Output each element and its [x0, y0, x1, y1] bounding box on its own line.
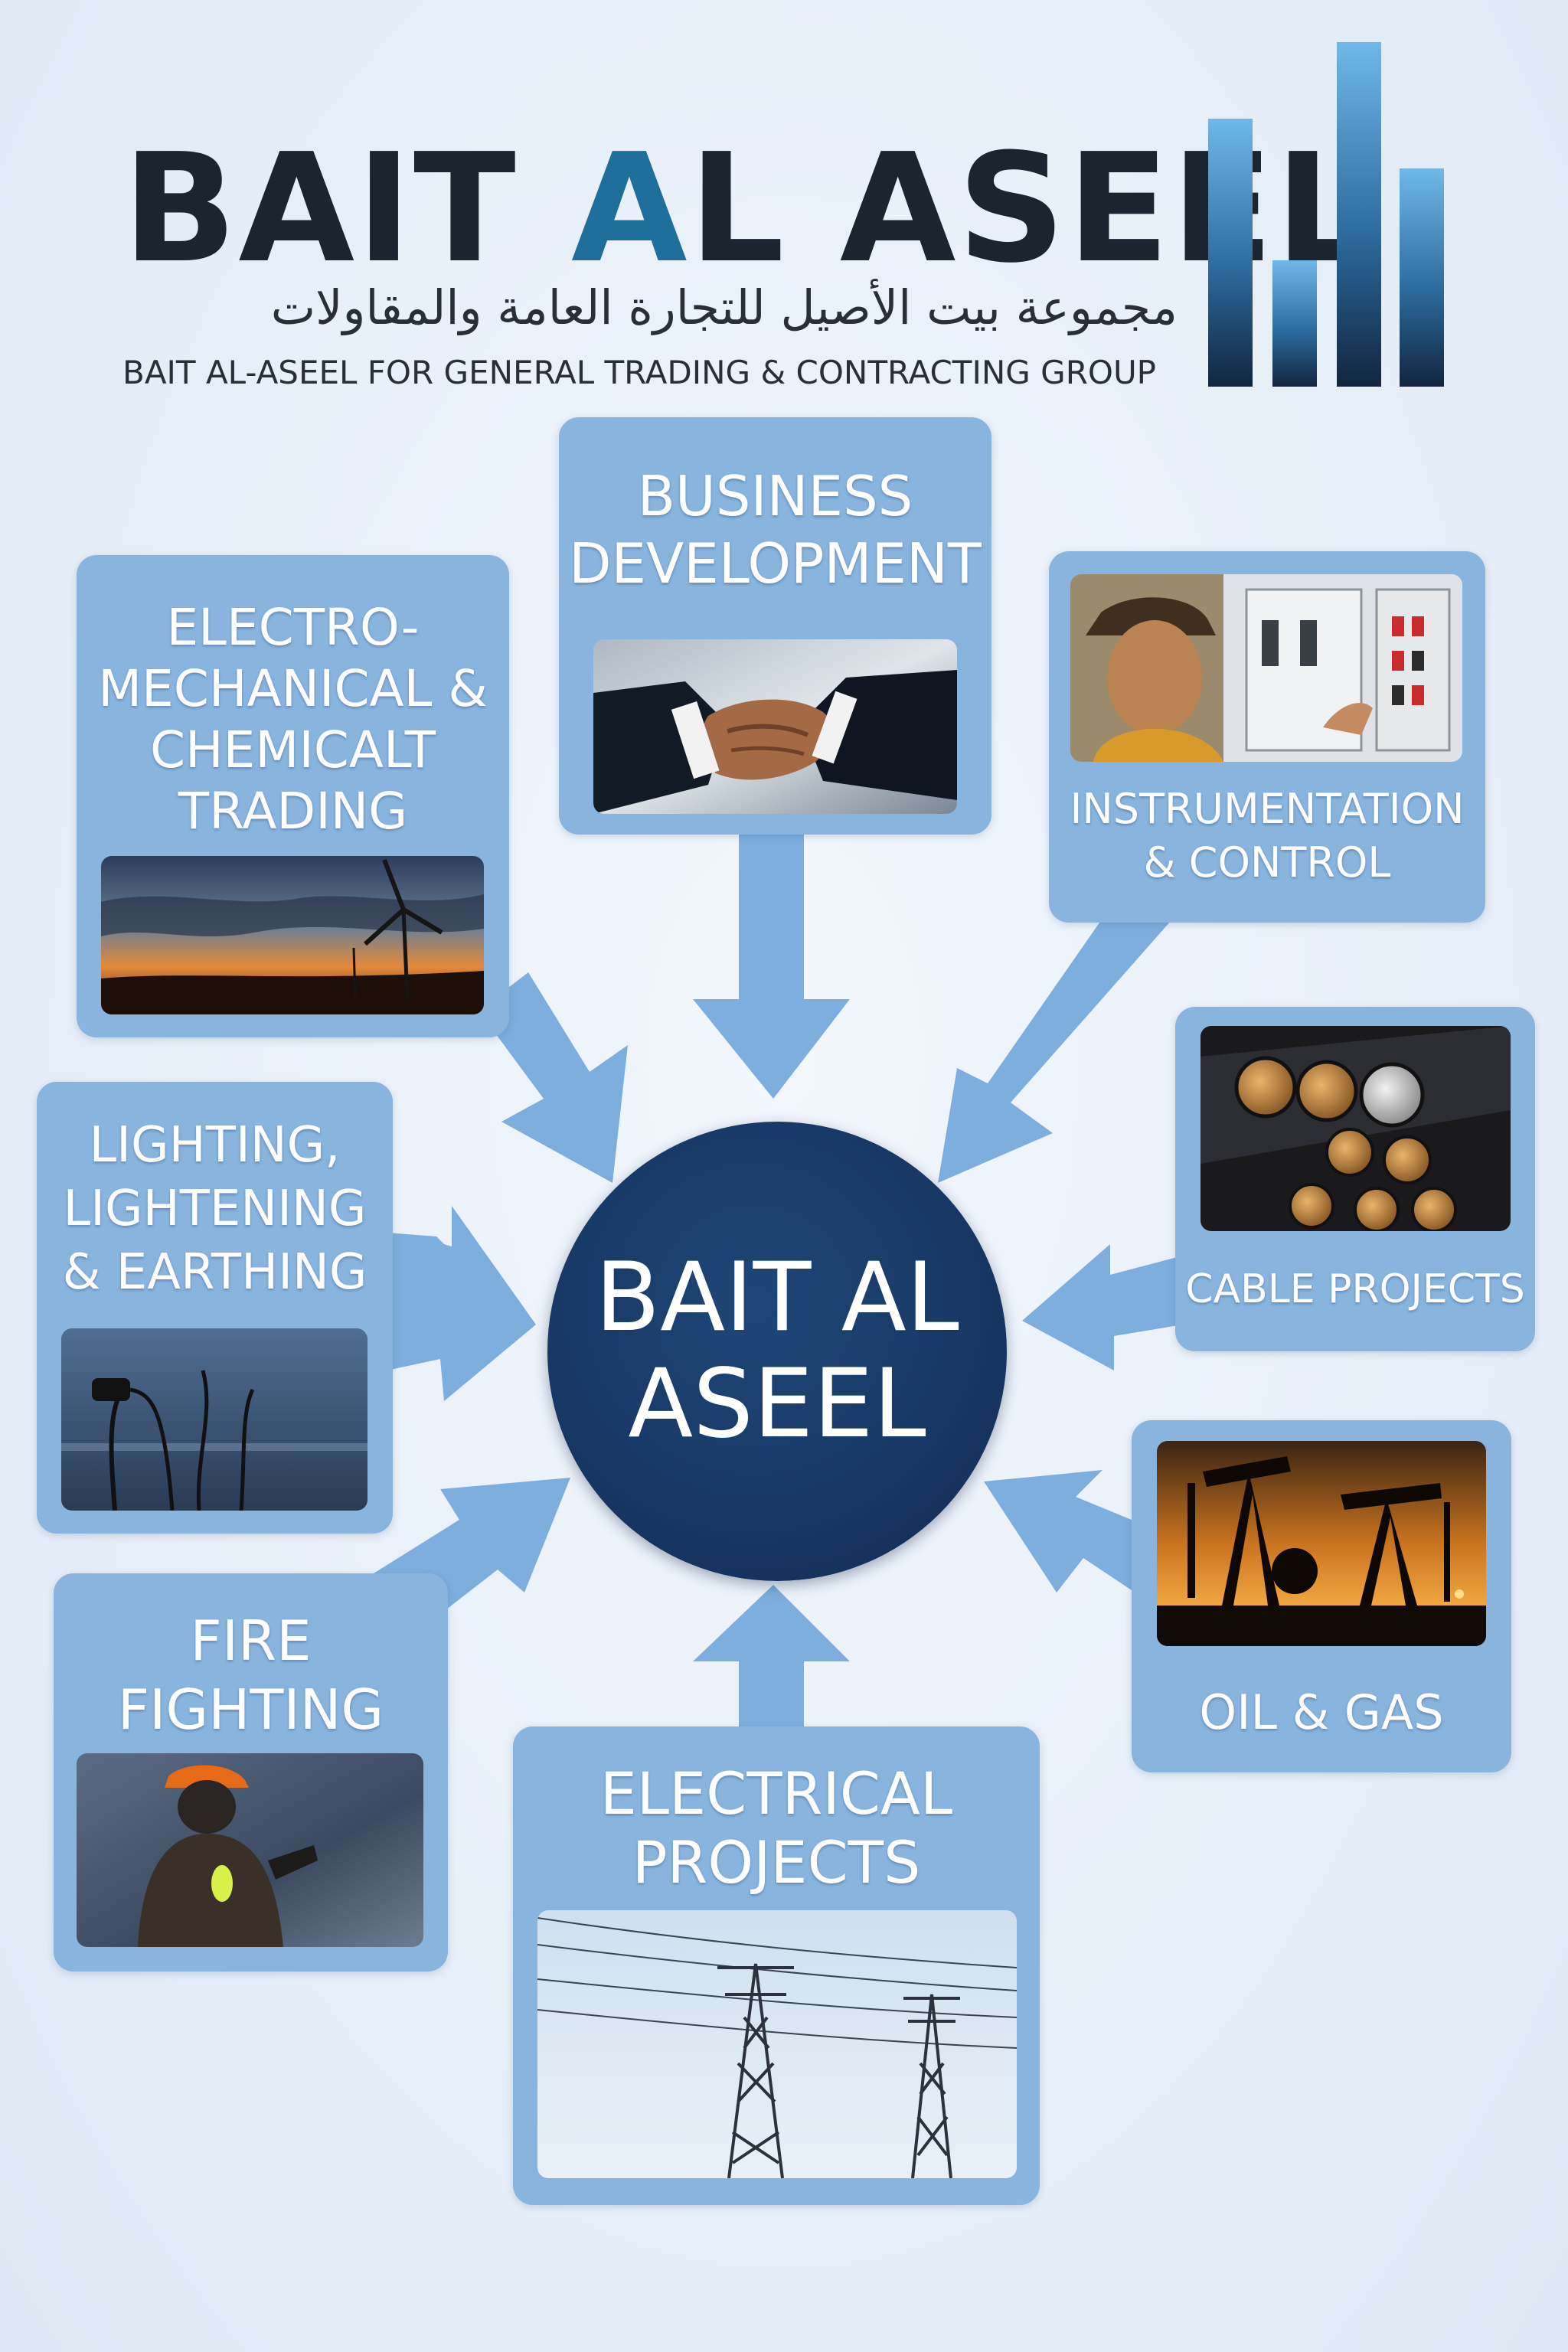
brand-part-1: BAIT — [122, 122, 571, 296]
center-hub: BAIT AL ASEEL — [547, 1122, 1007, 1581]
arrow-from-lighting — [387, 1206, 536, 1401]
firefighter-icon — [77, 1753, 423, 1947]
card-oil-label: OIL & GAS — [1199, 1684, 1444, 1740]
card-lighting-earthing: LIGHTING, LIGHTENING & EARTHING — [37, 1082, 393, 1534]
card-lighting-label-3: & EARTHING — [62, 1244, 368, 1301]
card-lighting-label-1: LIGHTING, — [89, 1117, 341, 1174]
card-electrical-projects: ELECTRICAL PROJECTS — [513, 1726, 1040, 2205]
card-electrical-label-2: PROJECTS — [632, 1828, 921, 1896]
card-fire-fighting: FIRE FIGHTING — [54, 1573, 448, 1971]
arrow-from-business — [693, 827, 850, 1099]
card-instrument-label-1: INSTRUMENTATION — [1070, 785, 1465, 833]
hub-label: BAIT AL ASEEL — [595, 1243, 959, 1459]
card-electrical-label-1: ELECTRICAL — [599, 1759, 953, 1828]
card-fire-label-1: FIRE — [190, 1609, 312, 1673]
street-light-icon — [61, 1328, 368, 1511]
brand-english-name: BAIT AL-ASEEL FOR GENERAL TRADING & CONT… — [122, 354, 1157, 391]
card-lighting-label-2: LIGHTENING — [63, 1181, 367, 1237]
card-cable-label: CABLE PROJECTS — [1185, 1266, 1525, 1312]
card-business-development: BUSINESS DEVELOPMENT — [559, 417, 991, 835]
card-electro-label-3: CHEMICALT — [149, 720, 436, 779]
power-tower-icon — [537, 1910, 1017, 2178]
card-instrumentation-control: INSTRUMENTATION & CONTROL — [1049, 551, 1485, 923]
cable-icon — [1200, 1026, 1511, 1231]
arrow-from-electro — [479, 972, 628, 1183]
brand-arabic-name: مجموعة بيت الأصيل للتجارة العامة والمقاو… — [270, 279, 1178, 335]
handshake-icon — [593, 639, 957, 814]
brand-wordmark: BAIT AL ASEEL — [122, 134, 1372, 284]
wind-turbine-icon — [101, 856, 484, 1014]
arrow-from-instrument — [938, 907, 1183, 1183]
control-panel-icon — [1070, 574, 1462, 762]
card-cable-projects: CABLE PROJECTS — [1175, 1007, 1535, 1351]
brand-part-2: L ASEEL — [688, 122, 1373, 296]
arrow-from-cable — [1022, 1244, 1183, 1370]
card-business-label-1: BUSINESS — [637, 464, 913, 528]
arrow-from-electrical — [693, 1585, 850, 1730]
brand-accent-letter: A — [570, 122, 689, 296]
card-electro-label-4: TRADING — [178, 782, 408, 841]
bar-chart-logo-icon — [1208, 42, 1444, 387]
card-electro-label-2: MECHANICAL & — [98, 659, 488, 718]
card-oil-gas: OIL & GAS — [1132, 1420, 1511, 1772]
card-instrument-label-2: & CONTROL — [1143, 838, 1391, 887]
card-electro-mechanical: ELECTRO- MECHANICAL & CHEMICALT TRADING — [77, 555, 509, 1037]
card-fire-label-2: FIGHTING — [117, 1677, 384, 1742]
card-electro-label-1: ELECTRO- — [166, 598, 420, 657]
arrow-from-oil — [984, 1470, 1141, 1596]
oil-pump-icon — [1157, 1441, 1486, 1646]
card-business-label-2: DEVELOPMENT — [569, 531, 982, 596]
